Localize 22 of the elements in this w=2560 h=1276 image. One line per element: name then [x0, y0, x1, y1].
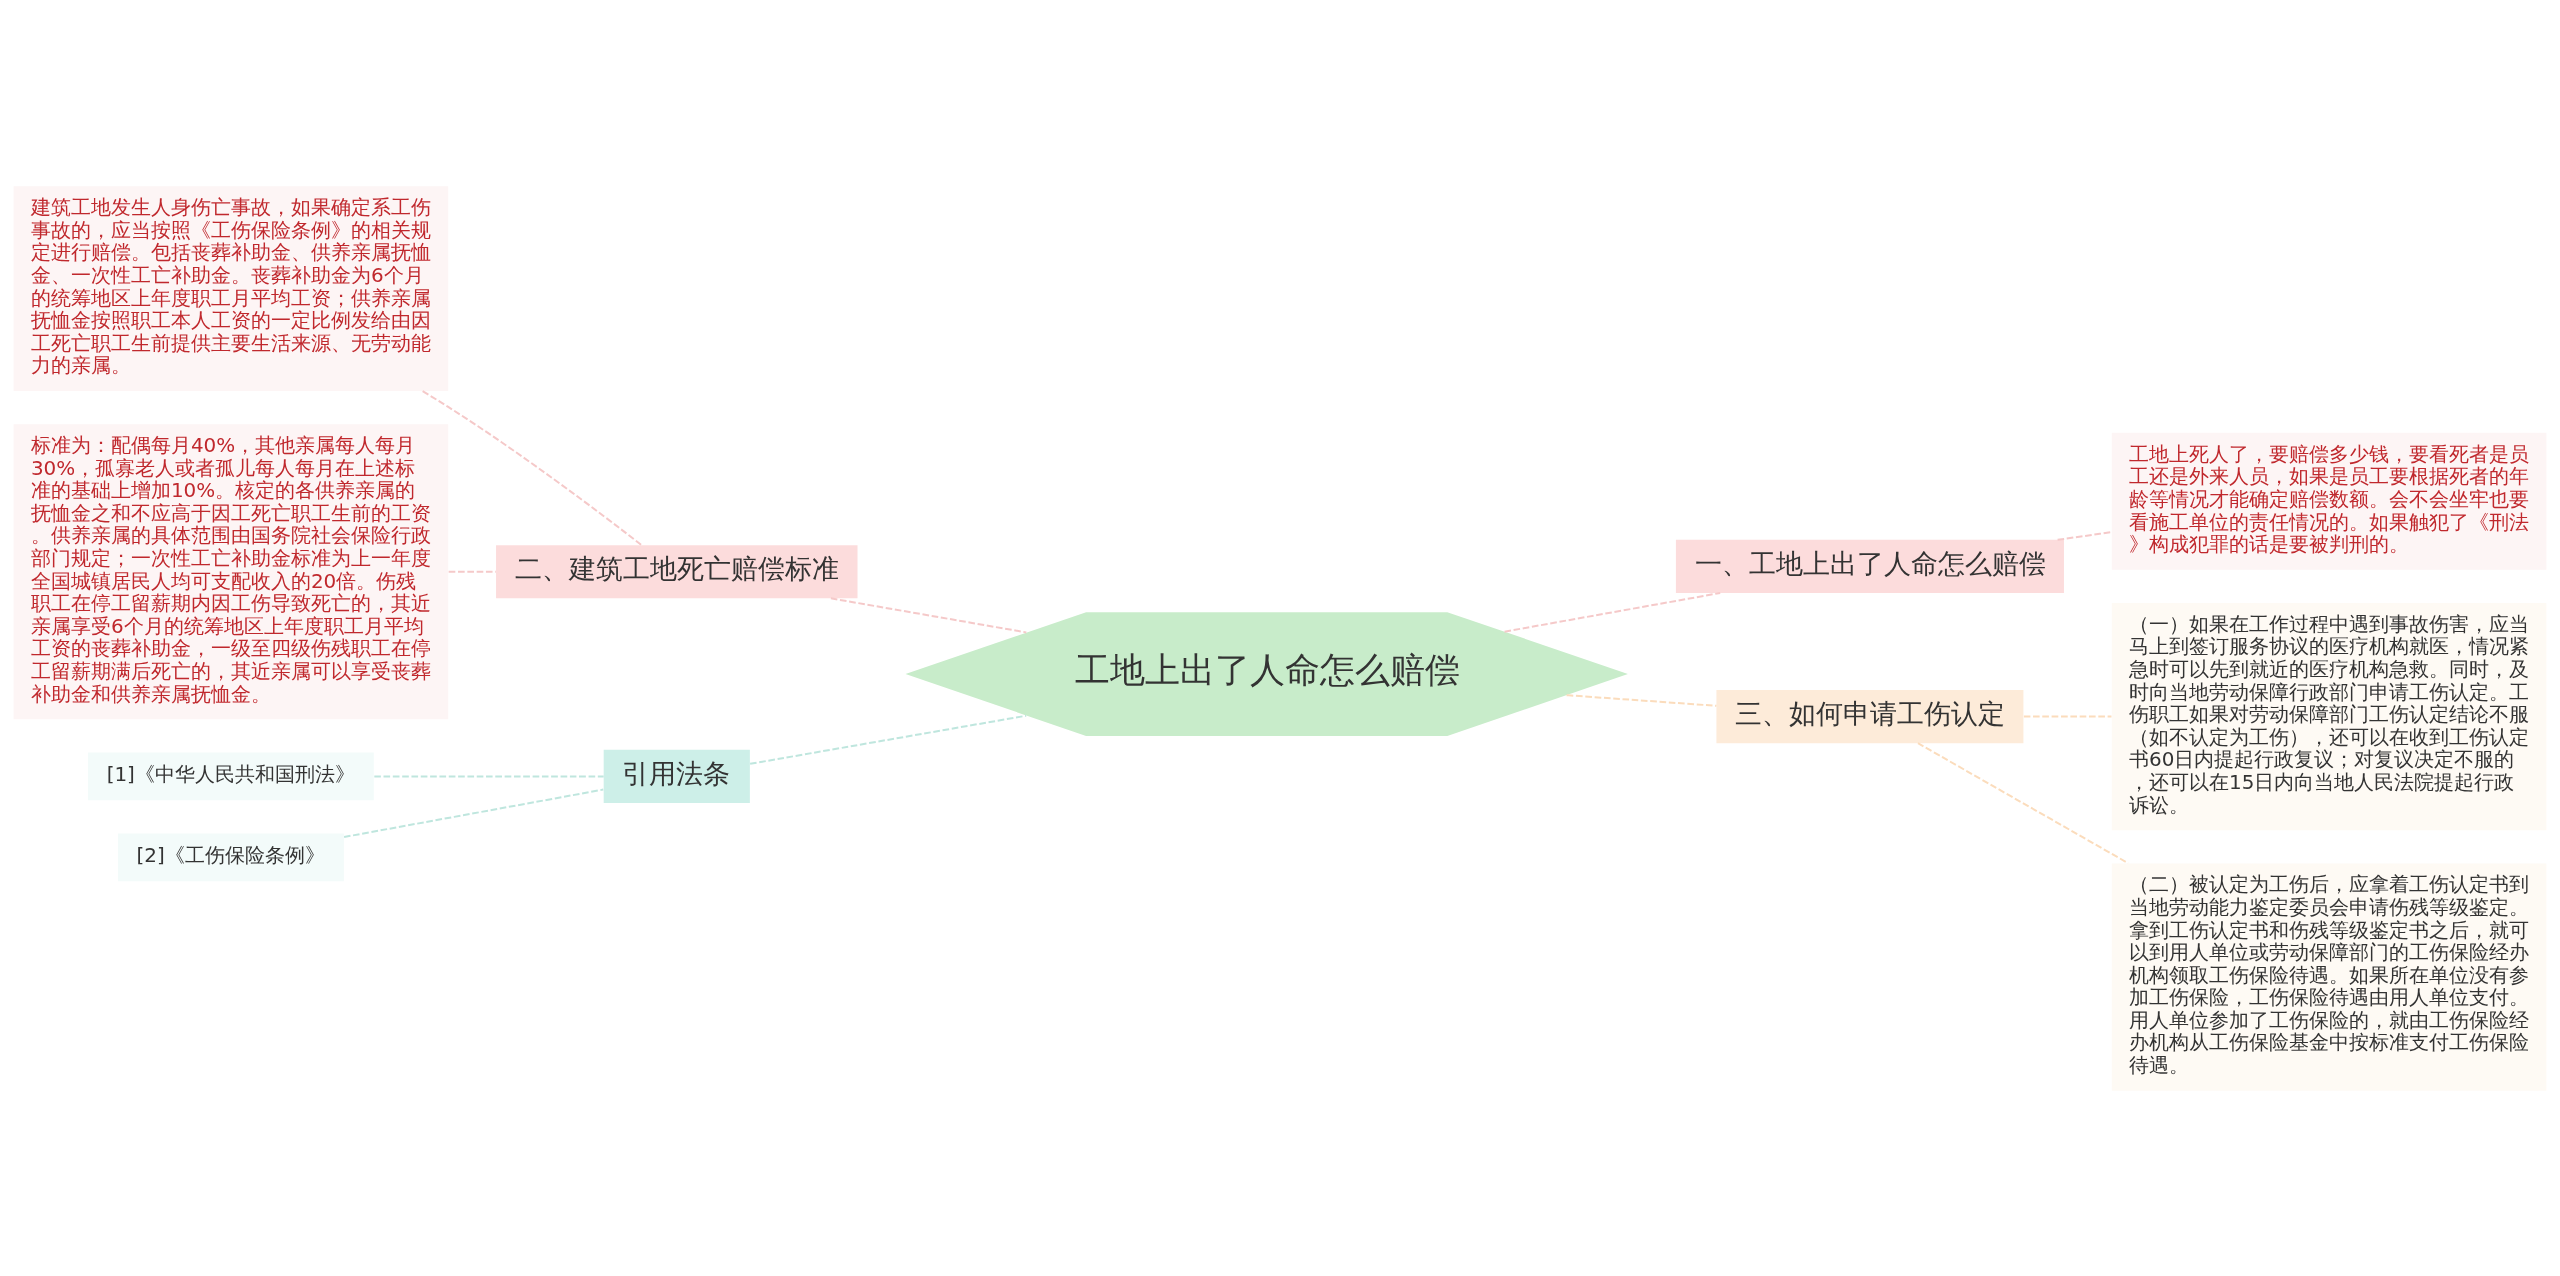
- connector: [1503, 591, 1722, 633]
- connector: [373, 774, 605, 777]
- connector: [421, 389, 643, 546]
- node-box: [2]《工伤保险条例》: [117, 833, 344, 881]
- node-box: 标准为：配偶每月40%，其他亲属每人每月30%，孤寡老人或者孤儿每人每月在上述标准的基础上增加10%。核定的各供养亲属的抚恤金之和不应高于因工死亡职工生前的工资。供养亲属的具体范围由国务院社会保险行政部门规定；一次性工亡补助金标准为上一年度全国城镇居民人均可支配收入的20倍。伤残职工在停工留薪期内因工伤导致死亡的，其近亲属享受6个月的统筹地区上年度职工月平均工资的丧葬补助金，一级至四级伤残职工在停工留薪期满后死亡的，其近亲属可以享受丧葬补助金和供养亲属抚恤金。: [13, 423, 449, 719]
- connector: [447, 570, 497, 573]
- connector: [749, 714, 1028, 765]
- node-box: 工地上死人了，要赔偿多少钱，要看死者是员工还是外来人员，如果是员工要根据死者的年龄等情况才能确定赔偿数额。会不会坐牢也要看施工单位的责任情况的。如果触犯了《刑法》构成犯罪的话是要被判刑的。: [2111, 432, 2547, 570]
- node-box: 引用法条: [603, 749, 750, 803]
- node-box: 三、如何申请工伤认定: [1716, 689, 2024, 743]
- connector: [1916, 741, 2130, 864]
- node-box: 二、建筑工地死亡赔偿标准: [496, 544, 858, 598]
- connector: [2022, 715, 2113, 718]
- node-box: （一）如果在工作过程中遇到事故伤害，应当马上到签订服务协议的医疗机构就医，情况紧急时可以先到就近的医疗机构急救。同时，及时向当地劳动保障行政部门申请工伤认定。工伤职工如果对劳动保障部门工伤认定结论不服（如不认定为工伤），还可以在收到工伤认定书60日内提起行政复议；对复议决定不服的，还可以在15日内向当地人民法院提起行政诉讼。: [2111, 602, 2547, 830]
- connector: [343, 788, 605, 838]
- connector: [829, 596, 1028, 633]
- node-box: [1]《中华人民共和国刑法》: [88, 751, 374, 800]
- connector: [1565, 693, 1718, 707]
- node-box: 建筑工地发生人身伤亡事故，如果确定系工伤事故的，应当按照《工伤保险条例》的相关规定进行赔偿。包括丧葬补助金、供养亲属抚恤金、一次性工亡补助金。丧葬补助金为6个月的统筹地区上年度职工月平均工资；供养亲属抚恤金按照职工本人工资的一定比例发给由因工死亡职工生前提供主要生活来源、无劳动能力的亲属。: [13, 185, 449, 391]
- connector: [2056, 530, 2113, 541]
- node-box: （二）被认定为工伤后，应拿着工伤认定书到当地劳动能力鉴定委员会申请伤残等级鉴定。拿到工伤认定书和伤残等级鉴定书之后，就可以到用人单位或劳动保障部门的工伤保险经办机构领取工伤保险待遇。如果所在单位没有参加工伤保险，工伤保险待遇由用人单位支付。用人单位参加了工伤保险的，就由工伤保险经办机构从工伤保险基金中按标准支付工伤保险待遇。: [2111, 862, 2547, 1091]
- node-box: 一、工地上出了人命怎么赔偿: [1675, 539, 2064, 593]
